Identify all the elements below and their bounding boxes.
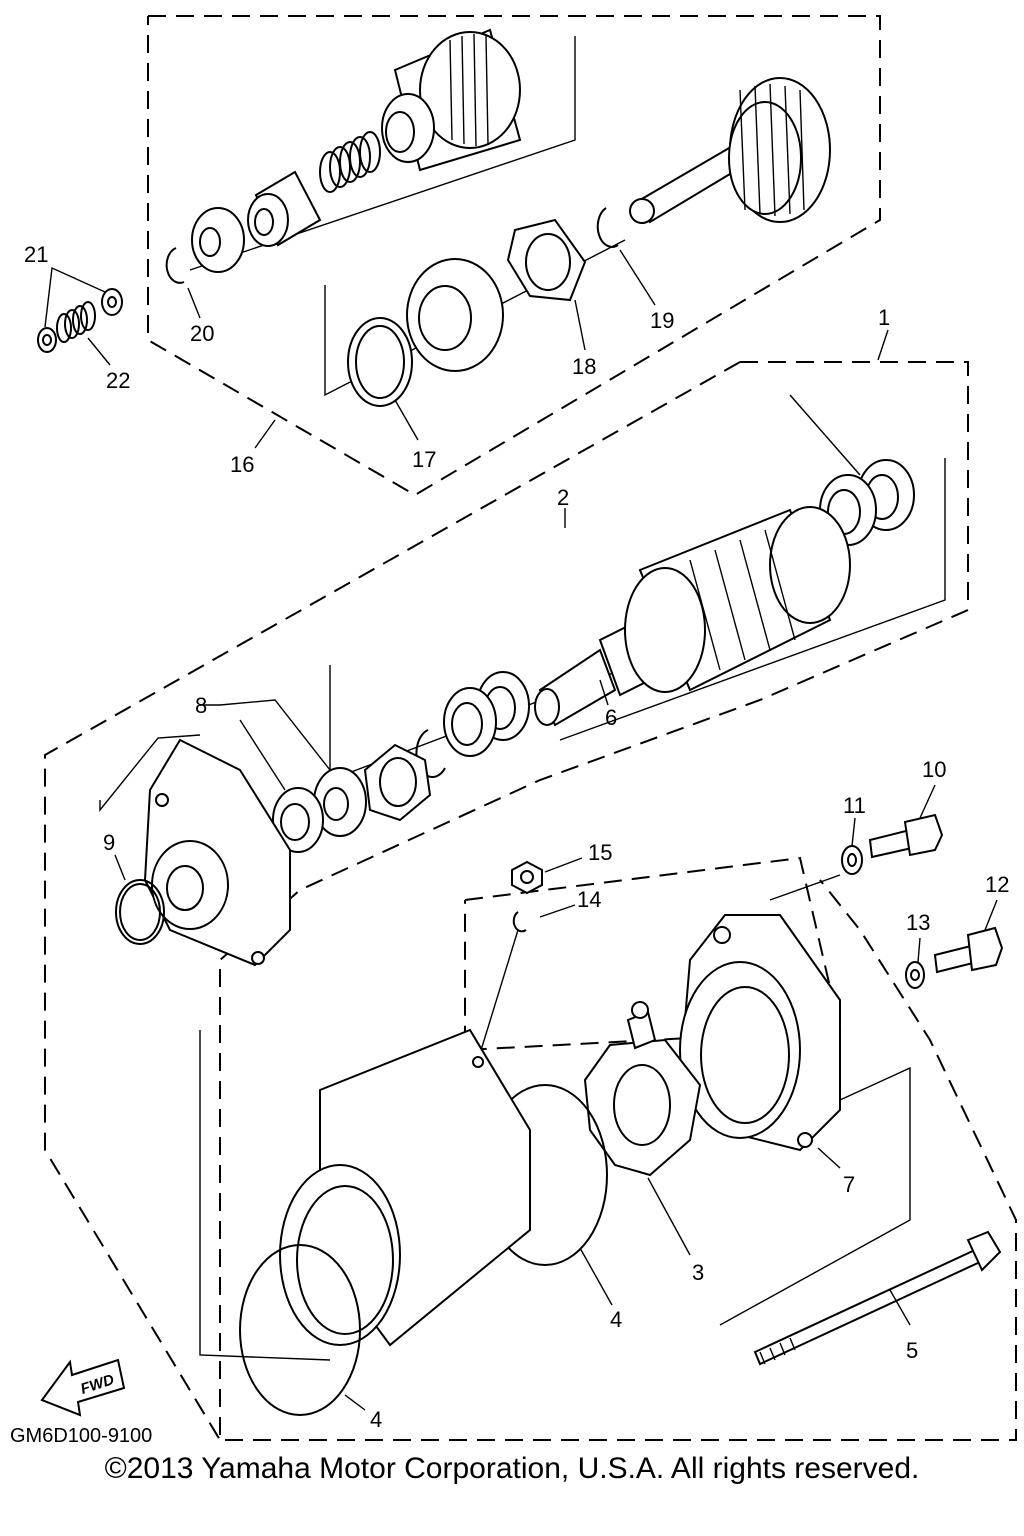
callout-1: 1 — [878, 305, 890, 330]
washer-14 — [512, 911, 527, 933]
leader-10 — [919, 784, 936, 819]
callout-22: 22 — [106, 368, 130, 393]
callout-18: 18 — [572, 354, 596, 379]
leader-11 — [851, 817, 856, 847]
yoke-4 — [279, 1028, 608, 1347]
group-16-boundary — [147, 15, 881, 497]
clutch-shaft — [629, 77, 831, 224]
bushing-ring — [191, 207, 245, 273]
callout-11: 11 — [843, 793, 866, 818]
leader-bracket-9 — [99, 734, 201, 812]
leader-3 — [647, 1177, 691, 1256]
ring-17 — [347, 317, 413, 407]
callout-15: 15 — [588, 840, 612, 865]
gasket-4-front — [239, 1244, 361, 1416]
leader-15 — [544, 857, 583, 873]
bearing-8 — [272, 767, 367, 853]
copyright-notice: ©2013 Yamaha Motor Corporation, U.S.A. A… — [104, 1452, 920, 1485]
washer-13 — [905, 961, 925, 989]
leader-9 — [114, 854, 126, 881]
leader-5 — [889, 1289, 911, 1326]
rear-housing-7 — [678, 914, 841, 1152]
spring-22 — [56, 301, 96, 343]
group-1-boundary-left — [44, 361, 741, 1441]
callout-17: 17 — [412, 447, 436, 472]
front-cover — [143, 738, 291, 967]
leader-4a — [579, 1247, 613, 1306]
washer-11 — [841, 845, 863, 875]
leader-8 — [239, 719, 286, 791]
leader-22 — [87, 337, 111, 366]
callout-14: 14 — [577, 887, 601, 912]
leader-terminal — [477, 929, 519, 1061]
leader-20 — [187, 287, 201, 319]
callout-7: 7 — [843, 1172, 855, 1197]
starter-motor-exploded-diagram: FWD 1 2 3 4 4 5 6 7 8 9 10 11 12 13 14 1… — [10, 15, 1017, 1447]
leader-12 — [984, 899, 998, 931]
leader-17 — [394, 399, 419, 441]
brush-holder-3 — [583, 1001, 702, 1177]
washer-21-left — [37, 327, 57, 353]
leader-bracket-lower — [324, 239, 626, 397]
pinion-collar — [247, 170, 322, 247]
leader-bracket-7a — [769, 874, 841, 901]
leader-7 — [817, 1147, 841, 1169]
nut-15 — [511, 860, 543, 895]
gear-housing — [406, 258, 504, 372]
callout-9: 9 — [103, 830, 115, 855]
fwd-arrow-icon: FWD — [40, 1358, 126, 1417]
leader-bracket-armature — [789, 394, 861, 476]
group-1-boundary — [219, 361, 1017, 1441]
leader-bracket-5 — [719, 1066, 911, 1326]
armature-2 — [534, 506, 851, 727]
callout-12: 12 — [985, 872, 1009, 897]
leader-13 — [917, 937, 921, 963]
leader-18 — [574, 299, 586, 351]
leader-bracket-right — [559, 458, 946, 741]
diagram-code: GM6D100-9100 — [10, 1425, 152, 1447]
callout-6: 6 — [605, 705, 617, 730]
through-bolt-5 — [753, 1230, 1002, 1366]
callout-16: 16 — [230, 452, 254, 477]
pinion-spring — [319, 131, 381, 193]
leader-bracket-yoke — [199, 1030, 331, 1361]
plate-18 — [506, 218, 587, 302]
callout-19: 19 — [650, 308, 674, 333]
leader-14 — [539, 904, 576, 918]
callout-13: 13 — [906, 910, 930, 935]
clip-19 — [596, 207, 619, 248]
callout-3: 3 — [692, 1260, 704, 1285]
leader-19 — [619, 249, 656, 306]
washer-21-right — [101, 288, 123, 316]
callout-5: 5 — [906, 1338, 918, 1363]
callout-8: 8 — [195, 693, 207, 718]
callout-4-front: 4 — [370, 1407, 382, 1432]
callout-2: 2 — [557, 485, 569, 510]
callout-20: 20 — [190, 321, 214, 346]
leader-21 — [44, 266, 106, 328]
leader-bracket-8 — [200, 699, 331, 771]
leader-1 — [877, 329, 889, 361]
leader-bracket-upper — [189, 36, 576, 271]
leader-6 — [599, 679, 609, 706]
bolt-10 — [868, 813, 944, 859]
pinion-gear — [381, 28, 522, 172]
bolt-12 — [933, 926, 1004, 974]
brush-plate-washer — [363, 743, 432, 822]
leader-16 — [254, 419, 276, 449]
clip-20 — [165, 247, 185, 284]
callout-21: 21 — [24, 242, 48, 267]
shim-b — [443, 687, 497, 757]
leader-4b — [344, 1394, 366, 1411]
callout-10: 10 — [922, 757, 946, 782]
callout-4-rear: 4 — [610, 1307, 622, 1332]
o-ring-9 — [115, 879, 165, 945]
